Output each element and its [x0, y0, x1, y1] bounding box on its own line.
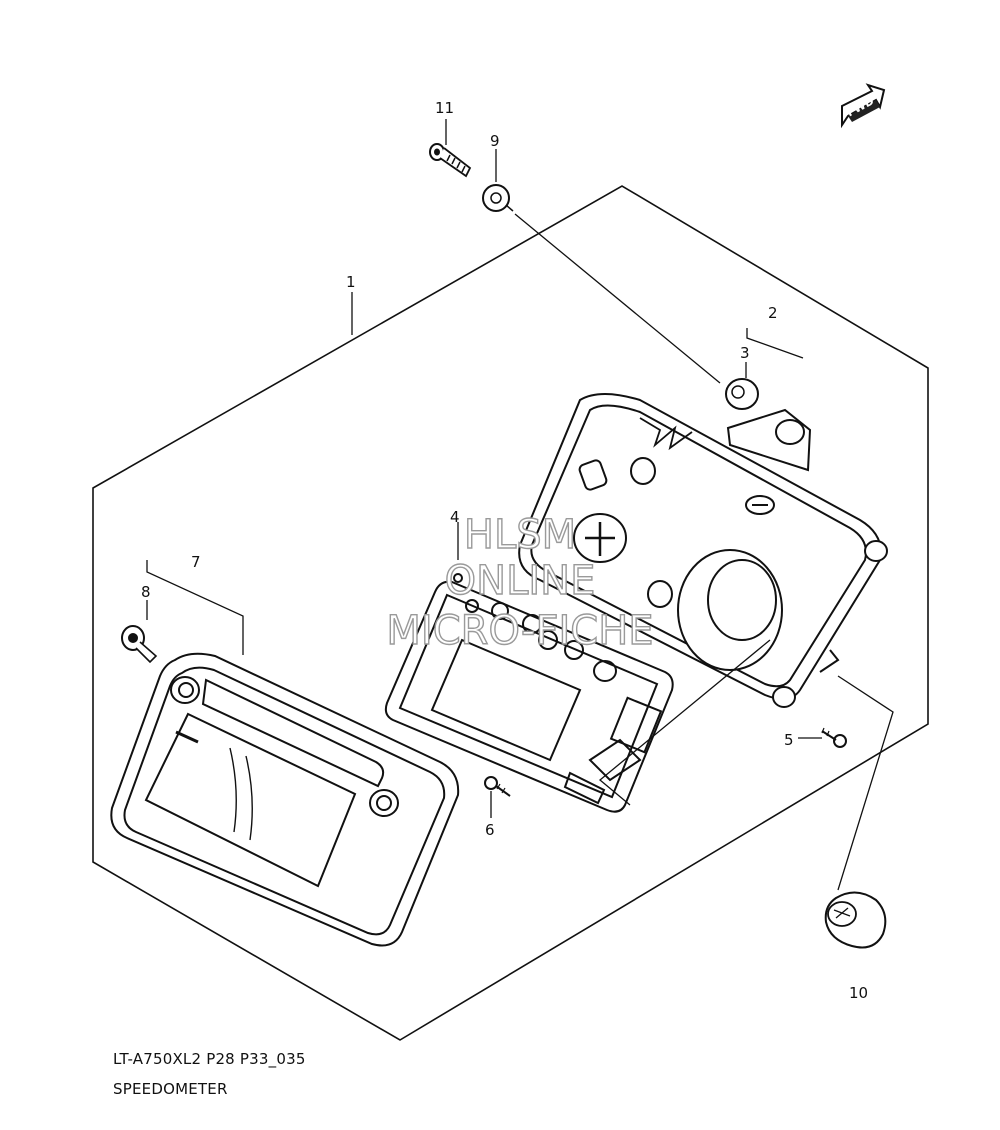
grommet-3-icon — [725, 378, 759, 410]
circuit-board-4 — [384, 573, 674, 813]
screw-8-icon — [121, 625, 158, 664]
watermark: HLSM ONLINE MICRO-FICHE — [386, 511, 655, 654]
callout-9: 9 — [490, 132, 500, 150]
bolt-11-icon — [429, 143, 472, 178]
fwd-arrow-icon: FWD — [841, 83, 886, 129]
assembly-outline — [92, 185, 929, 1041]
callout-2: 2 — [768, 304, 778, 322]
bulb-socket-10-icon — [824, 891, 887, 949]
callout-3: 3 — [740, 344, 750, 362]
callout-11: 11 — [435, 99, 454, 117]
watermark-line-2: ONLINE — [445, 558, 596, 604]
grommet-9-icon — [482, 184, 514, 212]
screw-5-icon — [821, 727, 847, 748]
leader-line — [598, 639, 771, 806]
callout-4: 4 — [450, 508, 460, 526]
callout-1: 1 — [346, 273, 356, 291]
callout-8: 8 — [141, 583, 151, 601]
meter-case-2 — [518, 393, 888, 708]
leader-line — [837, 675, 894, 891]
callout-7: 7 — [191, 553, 201, 571]
watermark-line-1: HLSM — [464, 512, 576, 558]
leader-line — [146, 560, 244, 655]
leader-line — [746, 328, 804, 359]
diagram-code: LT-A750XL2 P28 P33_035 — [113, 1050, 306, 1068]
diagram-title: SPEEDOMETER — [113, 1080, 228, 1098]
leader-line — [514, 213, 721, 384]
watermark-line-3: MICRO-FICHE — [386, 608, 653, 654]
meter-lens-7 — [110, 652, 460, 947]
screw-6-icon — [484, 776, 511, 797]
callout-5: 5 — [784, 731, 794, 749]
callout-6: 6 — [485, 821, 495, 839]
callout-10: 10 — [849, 984, 868, 1002]
